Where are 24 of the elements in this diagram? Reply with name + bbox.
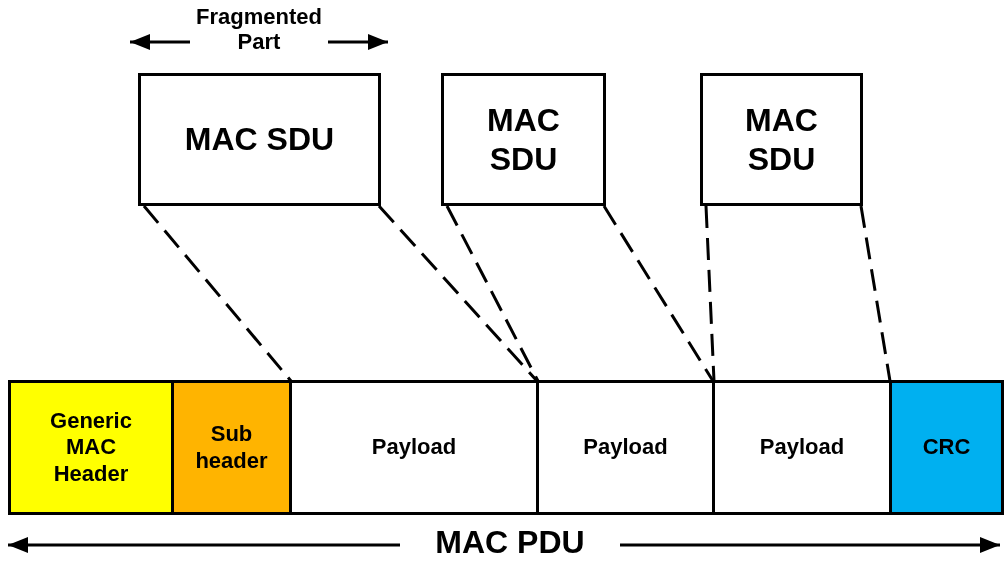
field-label: Payload — [759, 434, 845, 461]
field-label: CRC — [922, 434, 971, 461]
field-label: Payload — [371, 434, 457, 461]
header-field — [8, 380, 174, 515]
checksum-field — [889, 380, 1004, 515]
payload-field — [289, 380, 539, 515]
header-field — [171, 380, 292, 515]
field-label: Payload — [583, 434, 668, 461]
data-unit-box — [441, 73, 606, 206]
field-label: Sub header — [194, 421, 269, 474]
dashed-connector — [142, 205, 293, 382]
field-label: Generic MAC Header — [49, 407, 133, 488]
payload-field — [712, 380, 892, 515]
dashed-connector — [602, 205, 715, 382]
dashed-connector — [445, 205, 540, 382]
field-label: MAC SDU — [184, 120, 335, 159]
dashed-connector — [704, 205, 716, 382]
field-label: MAC SDU — [744, 101, 819, 178]
field-label: MAC SDU — [486, 101, 561, 178]
data-unit-box — [700, 73, 863, 206]
data-unit-box — [138, 73, 381, 206]
dashed-connector — [859, 205, 892, 382]
payload-field — [536, 380, 715, 515]
dashed-connector — [377, 205, 539, 382]
